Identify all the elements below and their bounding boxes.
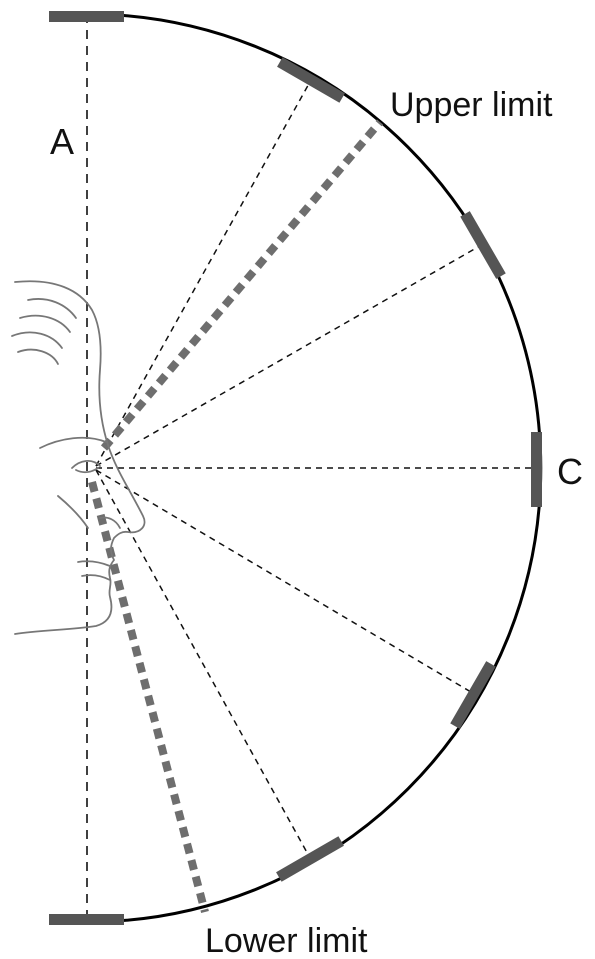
label-c: C [557, 451, 583, 492]
marker-lower-30 [450, 661, 496, 729]
label-a: A [50, 121, 74, 162]
marker-center [531, 432, 542, 507]
lower-limit-line [88, 480, 209, 914]
marker-top-end [49, 11, 124, 22]
sight-lines [95, 79, 535, 859]
sight-line-down-60 [95, 469, 311, 859]
marker-upper-30 [460, 211, 506, 279]
upper-limit-line [100, 119, 384, 451]
sight-line-up-30 [95, 242, 486, 467]
sight-line-up-60 [95, 79, 312, 467]
arc-markers [49, 11, 542, 925]
label-lower-limit: Lower limit [205, 922, 368, 959]
marker-bottom-end [49, 914, 124, 925]
face-profile-icon [11, 280, 146, 635]
marker-upper-60 [277, 57, 345, 103]
marker-lower-60 [276, 836, 344, 882]
label-upper-limit: Upper limit [390, 86, 553, 124]
sight-line-down-30 [95, 469, 477, 696]
